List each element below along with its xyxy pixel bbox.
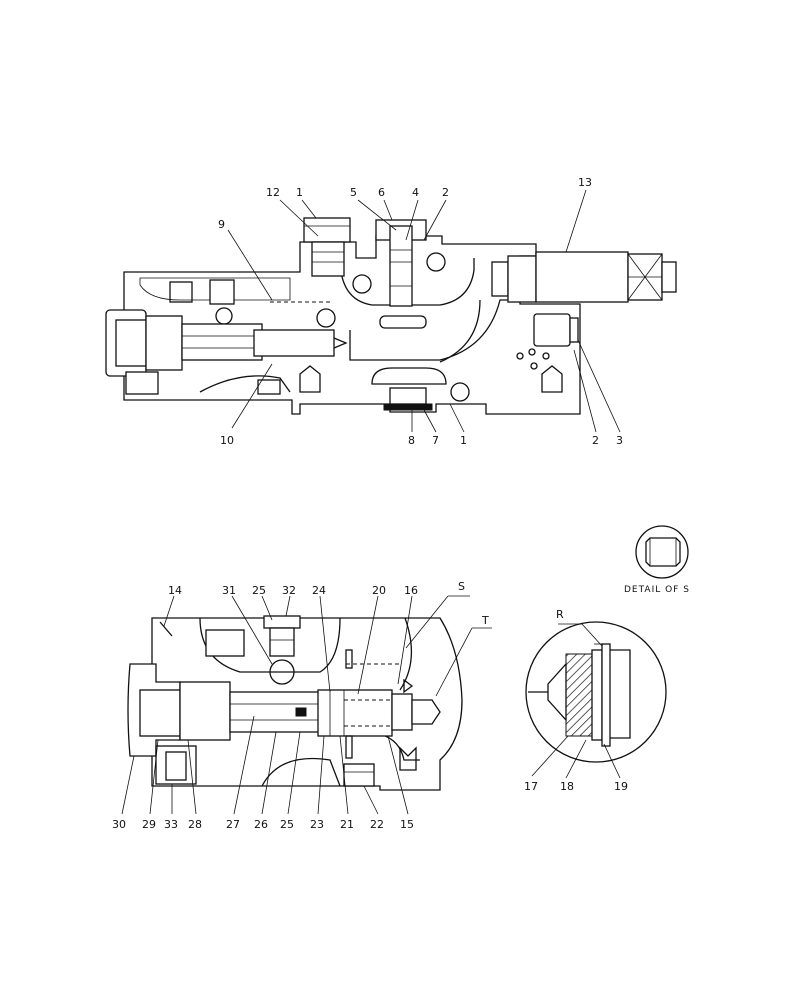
label-lower-s: S (458, 580, 465, 593)
label-upper-13: 13 (578, 176, 592, 189)
upper-valve-section (105, 217, 677, 415)
upper-leaders (227, 189, 621, 433)
label-lower-16: 16 (404, 584, 418, 597)
label-upper-6: 6 (378, 186, 385, 199)
label-lower-25-top: 25 (252, 584, 266, 597)
label-lower-21: 21 (340, 818, 354, 831)
label-lower-26: 26 (254, 818, 268, 831)
label-upper-5: 5 (350, 186, 357, 199)
label-lower-29: 29 (142, 818, 156, 831)
label-upper-1-bottom: 1 (460, 434, 467, 447)
label-lower-14: 14 (168, 584, 182, 597)
label-upper-2-bottom: 2 (592, 434, 599, 447)
label-lower-28: 28 (188, 818, 202, 831)
detail-s-caption: DETAIL OF S (624, 585, 690, 595)
label-lower-27: 27 (226, 818, 240, 831)
upper-callout-labels: 12 1 5 6 4 2 13 9 10 8 7 1 2 3 (218, 176, 623, 447)
lower-leaders (121, 595, 492, 815)
detail-r-view: R 17 18 19 (524, 608, 667, 793)
label-lower-24: 24 (312, 584, 326, 597)
label-lower-30: 30 (112, 818, 126, 831)
label-upper-12: 12 (266, 186, 280, 199)
label-lower-22: 22 (370, 818, 384, 831)
label-detail-17: 17 (524, 780, 538, 793)
label-upper-9: 9 (218, 218, 225, 231)
label-lower-t: T (481, 614, 489, 627)
label-lower-20: 20 (372, 584, 386, 597)
label-lower-33: 33 (164, 818, 178, 831)
label-detail-19: 19 (614, 780, 628, 793)
label-upper-7: 7 (432, 434, 439, 447)
label-upper-8: 8 (408, 434, 415, 447)
label-upper-1-top: 1 (296, 186, 303, 199)
label-upper-4: 4 (412, 186, 419, 199)
label-upper-10: 10 (220, 434, 234, 447)
label-lower-23: 23 (310, 818, 324, 831)
label-lower-32: 32 (282, 584, 296, 597)
label-detail-18: 18 (560, 780, 574, 793)
detail-s-view: DETAIL OF S (624, 525, 690, 595)
lower-callout-labels: 14 31 25 32 24 20 16 S T 30 29 33 28 27 … (112, 580, 489, 831)
label-lower-25-bottom: 25 (280, 818, 294, 831)
label-lower-31: 31 (222, 584, 236, 597)
label-lower-15: 15 (400, 818, 414, 831)
label-upper-3: 3 (616, 434, 623, 447)
label-detail-r: R (556, 608, 564, 621)
label-upper-2-top: 2 (442, 186, 449, 199)
